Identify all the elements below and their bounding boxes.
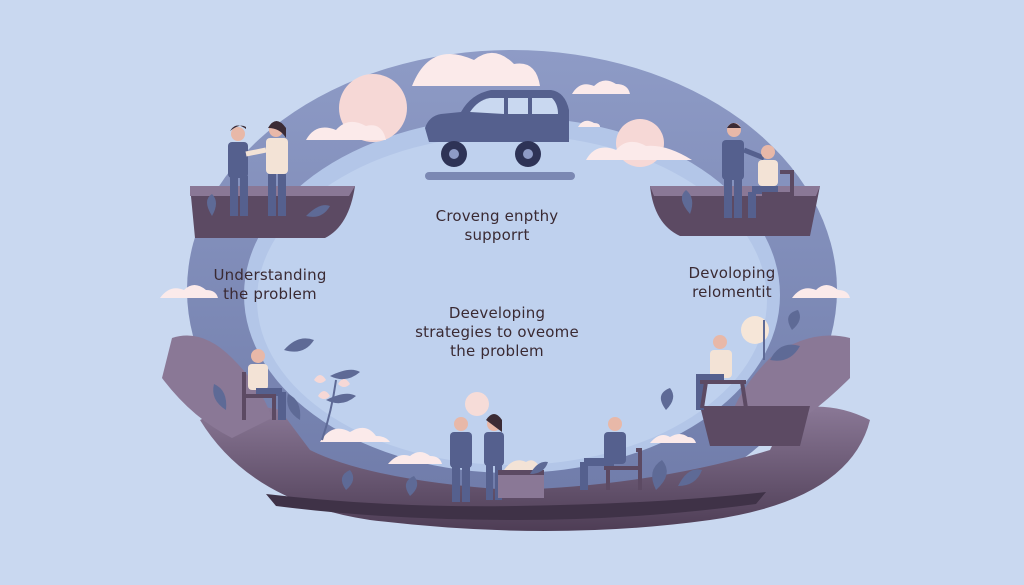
ground-bottom-top (266, 492, 766, 520)
label-right-line2: relomentit (692, 283, 772, 301)
label-top: Croveng enpthy supporrt (412, 207, 582, 245)
label-center: Deeveloping strategies to oveome the pro… (392, 304, 602, 361)
plants (207, 190, 800, 496)
label-left: Understanding the problem (205, 266, 335, 304)
label-center-line3: the problem (450, 342, 544, 360)
sun-right (741, 316, 769, 344)
sun-bottom (465, 392, 489, 416)
ledge-right (700, 406, 810, 446)
people-top-left (228, 121, 288, 216)
label-left-line1: Understanding (213, 266, 327, 284)
label-top-line1: Croveng enpthy (435, 207, 559, 225)
person-bottom-right (580, 417, 642, 490)
car-icon (425, 90, 575, 180)
inner-sky (257, 135, 767, 465)
clouds (160, 52, 850, 464)
people-bottom-center (450, 414, 544, 502)
label-center-line1: Deeveloping (448, 304, 546, 322)
label-right: Devoloping relomentit (672, 264, 792, 302)
label-right-line1: Devoloping (688, 264, 776, 282)
label-left-line2: the problem (223, 285, 317, 303)
person-right-sitting (696, 335, 748, 410)
people-top-right (722, 123, 794, 220)
label-top-line2: supporrt (464, 226, 530, 244)
label-center-line2: strategies to oveome (415, 323, 579, 341)
person-left-sitting (242, 349, 286, 420)
